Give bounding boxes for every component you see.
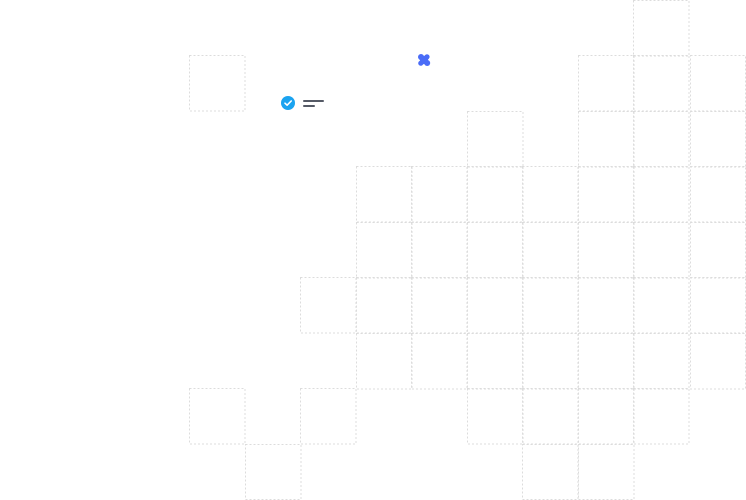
grid-cell [467, 333, 524, 390]
grid-cell [578, 333, 635, 390]
grid-cell [411, 277, 468, 334]
grid-cell [578, 111, 635, 168]
grid-cell [578, 55, 635, 112]
grid-cell [633, 111, 690, 168]
grid-cell [578, 444, 635, 500]
grid-cell [356, 166, 413, 223]
grid-cell [633, 222, 690, 279]
grid-cell [300, 388, 357, 445]
check-circle-icon [281, 96, 295, 110]
grid-cell [633, 166, 690, 223]
grid-cell [522, 222, 579, 279]
grid-cell [522, 277, 579, 334]
grid-cell [356, 333, 413, 390]
text-line [303, 104, 315, 107]
puzzle-blob-icon [418, 54, 431, 66]
grid-cell [300, 277, 357, 334]
grid-cell [690, 277, 746, 334]
grid-cell [467, 222, 524, 279]
grid-cell [467, 277, 524, 334]
grid-cell [578, 166, 635, 223]
grid-cell [411, 166, 468, 223]
grid-cell [356, 222, 413, 279]
grid-cell [578, 222, 635, 279]
grid-cell [356, 277, 413, 334]
text-lines-icon [303, 99, 324, 107]
grid-cell [467, 111, 524, 168]
grid-cell [522, 333, 579, 390]
verified-status-row [281, 96, 324, 110]
grid-cell [189, 388, 246, 445]
grid-cell [411, 333, 468, 390]
grid-cell [522, 166, 579, 223]
grid-cell [467, 166, 524, 223]
grid-cell [578, 388, 635, 445]
grid-cell [245, 444, 302, 500]
grid-cell [633, 277, 690, 334]
grid-cell [690, 222, 746, 279]
grid-cell [578, 277, 635, 334]
grid-cell [690, 166, 746, 223]
text-line [303, 99, 324, 102]
grid-cell [467, 388, 524, 445]
grid-cell [522, 444, 579, 500]
grid-cell [633, 0, 690, 57]
grid-cell [690, 333, 746, 390]
grid-cell [690, 55, 746, 112]
grid-cell [189, 55, 246, 112]
grid-cell [690, 111, 746, 168]
grid-cell [411, 222, 468, 279]
grid-cell [522, 388, 579, 445]
grid-cell [633, 388, 690, 445]
grid-cell [633, 333, 690, 390]
grid-cell [633, 55, 690, 112]
